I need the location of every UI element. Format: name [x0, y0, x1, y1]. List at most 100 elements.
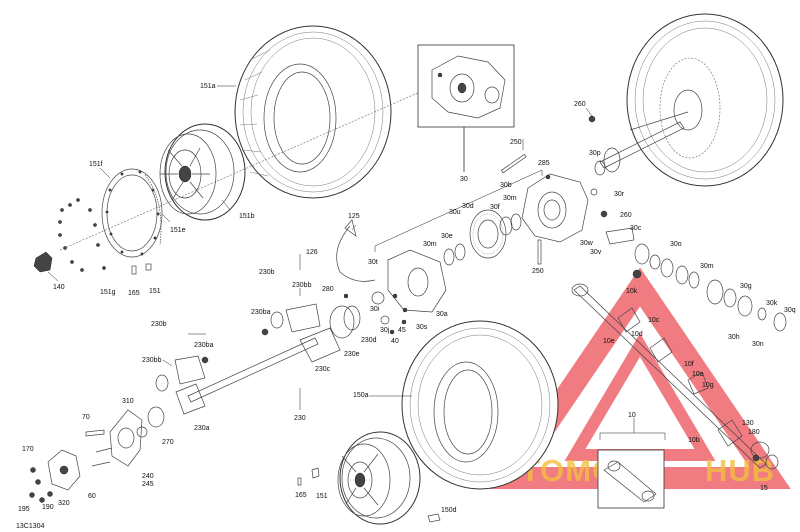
label-151b: 151b — [239, 213, 255, 220]
label-30h: 30h — [728, 334, 740, 341]
bearing-chain-right — [632, 243, 787, 332]
label-30n: 30n — [752, 341, 764, 348]
seal-30i — [371, 291, 385, 305]
label-10g: 10g — [702, 382, 714, 389]
label-10d: 10d — [631, 331, 643, 338]
valve-151-b — [311, 467, 320, 479]
label-126: 126 — [306, 249, 318, 256]
label-30m-c: 30m — [700, 263, 714, 270]
hub-cap-140 — [33, 251, 53, 273]
label-151-b: 151 — [316, 493, 328, 500]
bearings-30m — [443, 213, 522, 266]
label-30p: 30p — [589, 150, 601, 157]
label-270: 270 — [162, 439, 174, 446]
ring-gear-30d — [469, 209, 507, 259]
ujoint-right — [750, 441, 779, 470]
rim-rear-left — [159, 123, 246, 221]
label-30j: 30j — [380, 327, 390, 334]
bracket-30 — [374, 169, 543, 252]
label-30f: 30f — [490, 204, 500, 211]
label-10e: 10e — [603, 338, 615, 345]
label-230ba-b: 230ba — [194, 342, 214, 349]
label-30m-b: 30m — [423, 241, 437, 248]
label-30q: 30q — [784, 307, 796, 314]
watermark-text-right: HUB — [705, 453, 775, 488]
tire-front-left — [401, 320, 559, 490]
cable-126 — [336, 225, 376, 282]
label-30s: 30s — [416, 324, 428, 331]
bolt-285 — [545, 174, 551, 180]
label-230ba-a: 230ba — [251, 309, 271, 316]
nut-260-top — [588, 115, 596, 123]
label-10c: 10c — [648, 317, 660, 324]
label-151-a: 151 — [149, 288, 161, 295]
label-280: 280 — [322, 286, 334, 293]
label-230d: 230d — [361, 337, 377, 344]
label-230a: 230a — [194, 425, 210, 432]
label-30t: 30t — [368, 259, 378, 266]
label-245: 245 — [142, 481, 154, 488]
bracket-10 — [599, 432, 666, 440]
label-180: 180 — [748, 429, 760, 436]
label-15: 15 — [760, 485, 768, 492]
label-30: 30 — [460, 176, 468, 183]
label-165-a: 165 — [128, 290, 140, 297]
label-230e: 230e — [344, 351, 360, 358]
label-250-a: 250 — [510, 139, 522, 146]
label-195: 195 — [18, 506, 30, 513]
bolts-240 — [91, 447, 113, 467]
bead-chain — [144, 174, 162, 246]
label-30m-a: 30m — [503, 195, 517, 202]
label-230bb-b: 230bb — [142, 357, 162, 364]
label-30a: 30a — [436, 311, 448, 318]
axle-shaft-front-right — [594, 121, 685, 176]
rim-front-left — [337, 431, 421, 525]
label-230bb-a: 230bb — [292, 282, 312, 289]
label-320: 320 — [58, 500, 70, 507]
beadlock-ring — [101, 168, 163, 258]
label-70: 70 — [82, 414, 90, 421]
bolts-left-cluster — [58, 198, 106, 272]
differential-case — [521, 173, 589, 243]
label-30o: 30o — [670, 241, 682, 248]
label-190: 190 — [42, 504, 54, 511]
label-240: 240 — [142, 473, 154, 480]
label-30k: 30k — [766, 300, 778, 307]
label-125: 125 — [348, 213, 360, 220]
label-150d: 150d — [441, 507, 457, 514]
label-130: 130 — [742, 420, 754, 427]
bolt-250-low — [537, 239, 542, 265]
label-30v: 30v — [590, 249, 602, 256]
label-diagram-code: 13C1304 — [16, 523, 45, 530]
label-230c: 230c — [315, 366, 331, 373]
label-260-a: 260 — [574, 101, 586, 108]
label-151e: 151e — [170, 227, 186, 234]
label-230: 230 — [294, 415, 306, 422]
sensor-125 — [344, 219, 357, 237]
valve-165 — [131, 265, 137, 275]
washer-30r — [590, 188, 598, 196]
label-165-b: 165 — [295, 492, 307, 499]
leader-lines — [47, 85, 635, 433]
label-151g: 151g — [100, 289, 116, 296]
bolt-40 — [389, 329, 395, 335]
housing-30a — [387, 249, 447, 313]
tire-front-right — [626, 13, 784, 187]
studs-170 — [29, 467, 53, 503]
label-30u: 30u — [449, 209, 461, 216]
bolt-250-top — [500, 153, 527, 174]
driveshaft-inset — [597, 449, 665, 509]
label-30e: 30e — [441, 233, 453, 240]
valve-150d — [427, 513, 441, 523]
label-260-b: 260 — [620, 212, 632, 219]
label-10a: 10a — [692, 371, 704, 378]
label-30i: 30i — [370, 306, 380, 313]
label-30c: 30c — [630, 225, 642, 232]
label-10: 10 — [628, 412, 636, 419]
label-60: 60 — [88, 493, 96, 500]
label-140: 140 — [53, 284, 65, 291]
gearbox-inset — [417, 44, 515, 128]
label-45: 45 — [398, 327, 406, 334]
label-151a: 151a — [200, 83, 216, 90]
label-10f: 10f — [684, 361, 694, 368]
